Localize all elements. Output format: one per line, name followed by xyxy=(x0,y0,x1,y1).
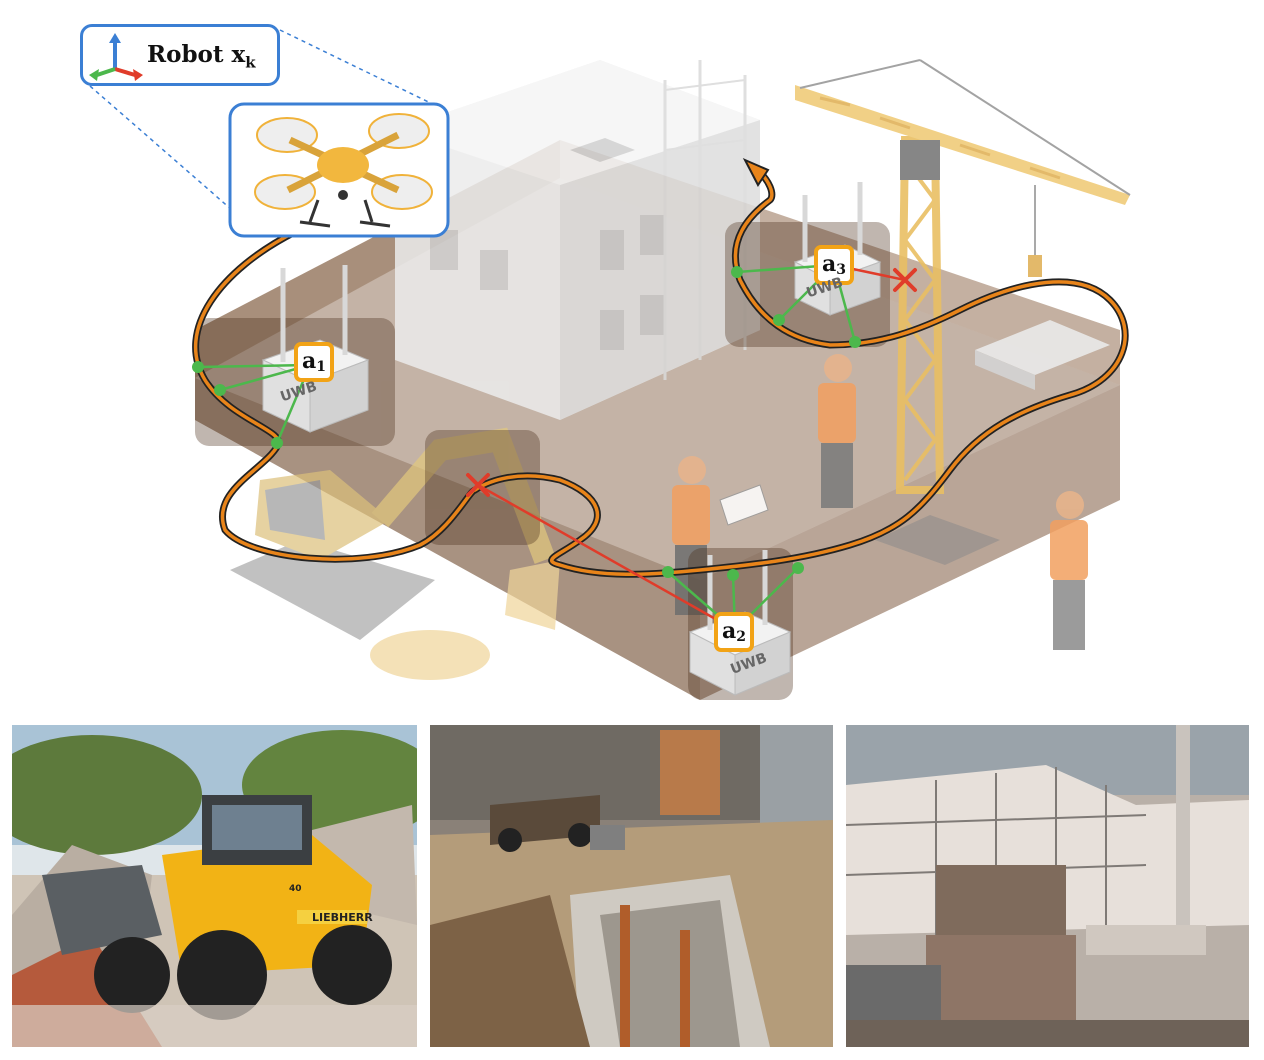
drone-icon xyxy=(254,113,433,228)
scaffolding-photo-svg xyxy=(846,725,1249,1047)
nlos-cross-icon xyxy=(893,268,917,292)
workers xyxy=(672,354,1088,650)
anchor-badge-2: a2 xyxy=(714,612,754,652)
photo-foundation-pit xyxy=(430,725,833,1047)
anchor-index: 1 xyxy=(316,359,326,375)
photo-wheel-loader: LIEBHERR 40 xyxy=(12,725,417,1047)
nlos-cross-icons xyxy=(466,268,917,497)
construction-site-illustration: Robot xk a1 a2 a3 UWB UWB UWB xyxy=(80,24,1131,700)
anchor-badge-1: a1 xyxy=(294,342,334,382)
trajectory-arrowhead xyxy=(742,157,770,187)
anchor-letter: a xyxy=(821,251,837,277)
anchor-letter: a xyxy=(301,348,317,374)
robot-state-index: k xyxy=(245,53,256,72)
wheel-loader-photo-svg: LIEBHERR 40 xyxy=(12,725,417,1047)
building xyxy=(395,60,760,420)
callout-lines xyxy=(89,29,446,211)
coordinate-frame-icon xyxy=(89,33,143,81)
brand-text: LIEBHERR xyxy=(312,911,373,924)
robot-label-text: Robot xyxy=(147,41,224,68)
photo-scaffolding-site xyxy=(846,725,1249,1047)
anchor-letter: a xyxy=(721,618,737,644)
nlos-cross-icon xyxy=(466,473,490,497)
robot-state-label: Robot xk xyxy=(80,24,280,86)
site-scene-svg xyxy=(89,29,1131,700)
anchor-badge-3: a3 xyxy=(814,245,854,285)
anchor-index: 2 xyxy=(736,629,746,645)
foundation-pit-photo-svg xyxy=(430,725,833,1047)
drone-inset xyxy=(228,102,450,238)
robot-state-var: x xyxy=(231,41,246,68)
unit-number: 40 xyxy=(289,884,302,894)
anchor-index: 3 xyxy=(836,262,846,278)
excavator xyxy=(230,427,560,680)
robot-trajectory xyxy=(192,157,1129,578)
tower-crane xyxy=(795,59,1131,565)
measurement-points xyxy=(192,266,861,581)
